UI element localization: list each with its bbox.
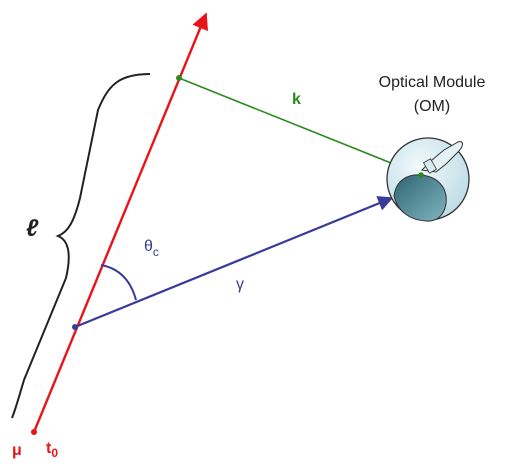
t0-sub: 0 bbox=[51, 446, 58, 460]
theta-arc bbox=[100, 264, 137, 301]
t0-label: t0 bbox=[46, 440, 58, 460]
optical-module-sphere-icon bbox=[386, 137, 470, 222]
gamma-ray bbox=[74, 196, 394, 329]
k-origin-point bbox=[176, 75, 182, 81]
om-title-line2: (OM) bbox=[414, 98, 450, 115]
k-label: k bbox=[292, 91, 301, 108]
track-emission-point bbox=[72, 324, 78, 330]
theta-sub: c bbox=[153, 245, 159, 259]
muon-start-point bbox=[31, 429, 37, 435]
muon-label: μ bbox=[12, 442, 22, 459]
curly-brace-icon bbox=[11, 73, 151, 419]
theta-c-label: θc bbox=[144, 238, 159, 259]
k-segment bbox=[178, 77, 422, 176]
gamma-label: γ bbox=[236, 276, 244, 293]
length-label: ℓ bbox=[26, 215, 39, 242]
muon-track bbox=[32, 12, 209, 433]
om-title-line1: Optical Module bbox=[379, 74, 486, 91]
theta-main: θ bbox=[144, 238, 153, 255]
t0-main: t bbox=[46, 440, 52, 457]
